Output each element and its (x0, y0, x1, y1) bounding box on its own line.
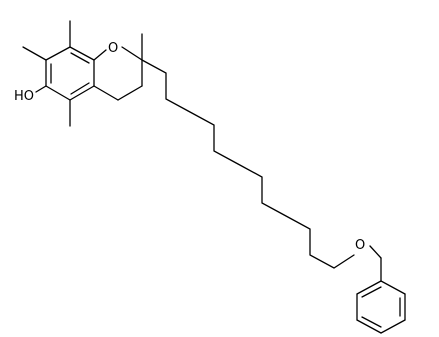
bond (93, 85, 119, 101)
bond (93, 49, 107, 61)
ether-oxygen-label: O (355, 238, 365, 253)
benzyloxy-group (369, 245, 382, 282)
chromanol-aromatic-ring (45, 46, 95, 101)
hydroxyl-bond (35, 85, 47, 93)
double-bond-inner (70, 52, 90, 64)
bond (380, 280, 406, 295)
bond (121, 46, 143, 61)
bond (117, 85, 143, 101)
benzene-ring (356, 280, 406, 334)
bond (45, 46, 71, 61)
bond (45, 85, 71, 101)
bond (356, 280, 382, 295)
bond (369, 245, 382, 259)
bond (356, 319, 382, 334)
double-bond-inner (70, 82, 90, 95)
methyl-groups (22, 20, 143, 127)
bond (380, 319, 406, 334)
methyl-bond (22, 46, 47, 61)
bond (69, 85, 95, 101)
ring-oxygen-label: O (108, 41, 118, 56)
hydroxyl-label: HO (14, 89, 34, 104)
bond (69, 46, 95, 61)
pyran-ring (93, 46, 143, 101)
double-bond-inner (361, 316, 382, 328)
double-bond-inner (361, 286, 382, 298)
alkyl-chain (141, 59, 355, 269)
